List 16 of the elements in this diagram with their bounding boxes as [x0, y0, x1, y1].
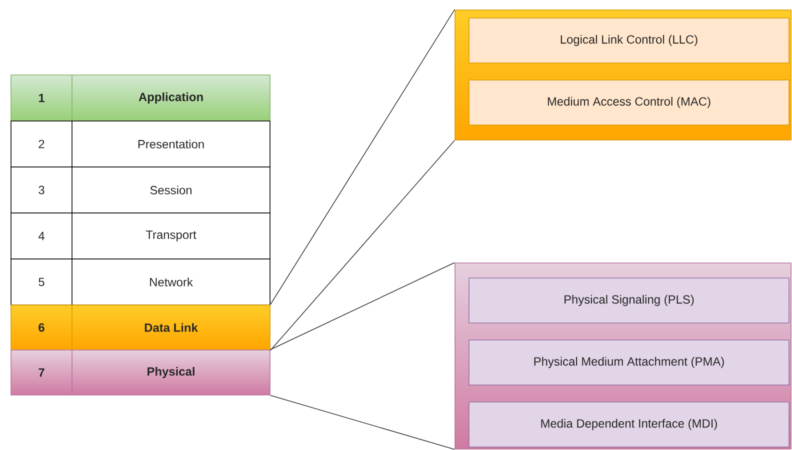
connector-line: [270, 395, 455, 450]
connector-line: [270, 9, 455, 305]
connector-line: [270, 262, 455, 350]
connector-line: [270, 140, 455, 351]
table-row: 2 Presentation: [10, 120, 270, 168]
table-row: 6 Data Link: [10, 304, 270, 350]
table-row: 7 Physical: [10, 350, 270, 396]
sublayer-box: Media Dependent Interface (MDI): [468, 402, 790, 448]
table-row: 3 Session: [10, 166, 270, 214]
sublayer-box: Physical Signaling (PLS): [468, 278, 790, 324]
table-row: 5 Network: [10, 258, 270, 306]
table-row: 4 Transport: [10, 212, 270, 260]
sublayer-box: Physical Medium Attachment (PMA): [468, 340, 790, 386]
sublayer-box: Logical Link Control (LLC): [468, 18, 790, 64]
table-row: 1 Application: [10, 74, 270, 122]
sublayer-box: Medium Access Control (MAC): [468, 80, 790, 126]
